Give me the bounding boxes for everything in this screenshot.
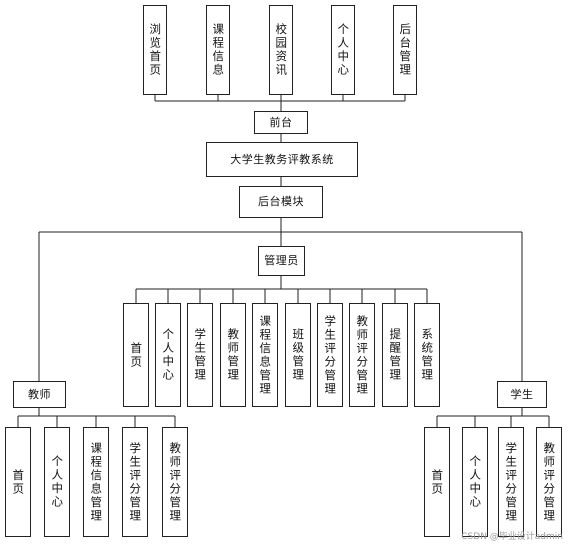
teacher-module-label: 教师评分管理: [168, 441, 183, 523]
backend-label: 后台模块: [258, 195, 304, 209]
front-module-personal-center: 个人中心: [331, 5, 355, 95]
student-module-teacher-score-manage: 教师评分管理: [536, 427, 562, 537]
admin-module-personal-center: 个人中心: [155, 303, 181, 407]
admin-module-label: 学生管理: [193, 328, 208, 382]
front-module-backend-admin: 后台管理: [393, 5, 417, 95]
teacher-module-label: 学生评分管理: [128, 441, 143, 523]
teacher-module-student-score-manage: 学生评分管理: [122, 427, 148, 537]
admin-module-student-manage: 学生管理: [187, 303, 213, 407]
admin-label: 管理员: [264, 254, 299, 268]
teacher-node: 教师: [13, 381, 66, 408]
admin-node: 管理员: [258, 246, 305, 276]
student-module-personal-center: 个人中心: [462, 427, 488, 537]
front-module-browse-home: 浏览首页: [143, 5, 167, 95]
backend-node: 后台模块: [239, 186, 323, 218]
admin-module-label: 学生评分管理: [323, 314, 338, 396]
admin-module-label: 课程信息管理: [258, 314, 273, 396]
front-module-label: 校园资讯: [274, 23, 289, 77]
system-title: 大学生教务评教系统: [230, 152, 334, 166]
teacher-module-label: 课程信息管理: [89, 441, 104, 523]
admin-module-label: 个人中心: [161, 328, 176, 382]
student-module-student-score-manage: 学生评分管理: [498, 427, 524, 537]
admin-module-student-score-manage: 学生评分管理: [317, 303, 343, 407]
frontend-node: 前台: [254, 111, 308, 134]
front-module-label: 浏览首页: [148, 23, 163, 77]
teacher-module-personal-center: 个人中心: [44, 427, 70, 537]
teacher-module-label: 首页: [11, 468, 26, 496]
teacher-module-course-info-manage: 课程信息管理: [83, 427, 109, 537]
teacher-module-teacher-score-manage: 教师评分管理: [162, 427, 188, 537]
admin-module-label: 提醒管理: [388, 328, 403, 382]
admin-module-label: 首页: [129, 341, 144, 369]
admin-module-system-manage: 系统管理: [414, 303, 440, 407]
teacher-module-home: 首页: [5, 427, 31, 537]
admin-module-class-manage: 班级管理: [285, 303, 311, 407]
admin-module-label: 教师管理: [226, 328, 241, 382]
watermark-text: CSDN @毕业设计admin: [461, 532, 563, 542]
admin-module-teacher-manage: 教师管理: [220, 303, 246, 407]
admin-module-label: 系统管理: [420, 328, 435, 382]
student-module-home: 首页: [424, 427, 450, 537]
student-module-label: 个人中心: [468, 455, 483, 509]
admin-module-label: 班级管理: [291, 328, 306, 382]
front-module-campus-news: 校园资讯: [269, 5, 293, 95]
admin-module-label: 教师评分管理: [355, 314, 370, 396]
admin-module-course-info-manage: 课程信息管理: [252, 303, 278, 407]
student-module-label: 学生评分管理: [504, 441, 519, 523]
front-module-label: 后台管理: [398, 23, 413, 77]
student-module-label: 教师评分管理: [542, 441, 557, 523]
admin-module-home: 首页: [123, 303, 149, 407]
student-module-label: 首页: [430, 468, 445, 496]
teacher-module-label: 个人中心: [50, 455, 65, 509]
front-module-label: 个人中心: [336, 23, 351, 77]
student-node: 学生: [497, 381, 547, 408]
frontend-label: 前台: [269, 115, 293, 129]
front-module-label: 课程信息: [211, 23, 226, 77]
teacher-label: 教师: [28, 387, 51, 401]
system-node: 大学生教务评教系统: [206, 142, 358, 177]
admin-module-reminder-manage: 提醒管理: [382, 303, 408, 407]
student-label: 学生: [510, 387, 534, 401]
admin-module-teacher-score-manage: 教师评分管理: [349, 303, 375, 407]
front-module-course-info: 课程信息: [206, 5, 230, 95]
